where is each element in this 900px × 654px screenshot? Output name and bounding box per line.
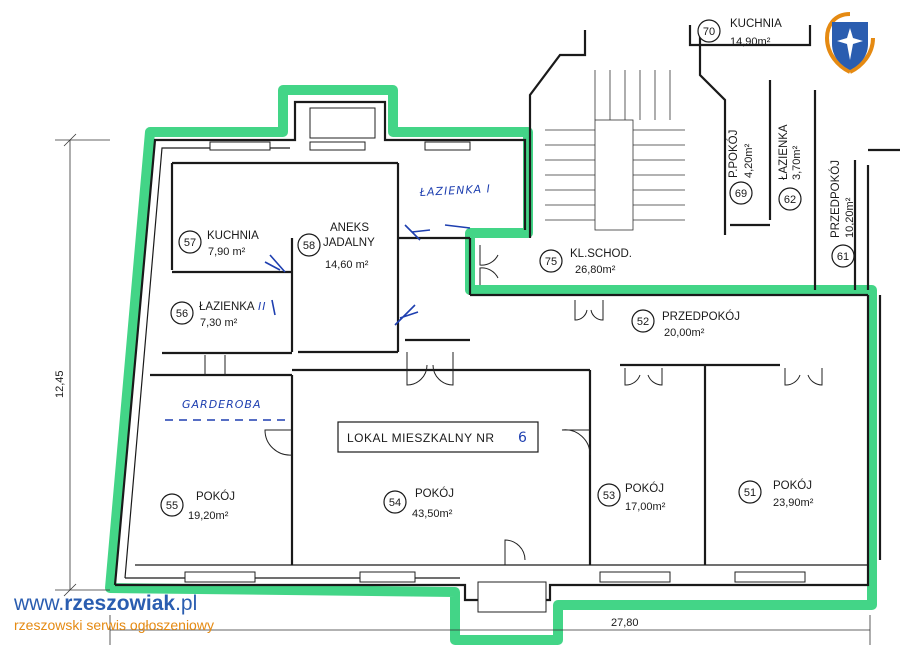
room-name-line2: JADALNY <box>323 237 375 249</box>
room-area: 17,00m² <box>625 501 666 513</box>
room-name: PRZEDPOKÓJ <box>662 310 740 323</box>
room-number: 58 <box>303 240 315 252</box>
height-dimension: 12,45 <box>54 370 66 398</box>
room-area: 19,20m² <box>188 510 229 522</box>
room-name: POKÓJ <box>415 487 454 500</box>
plan-title-box: LOKAL MIESZKALNY NR 6 <box>337 421 539 453</box>
room-name: PRZEDPOKÓJ <box>829 160 842 238</box>
staircase <box>528 30 727 238</box>
room-area: 23,90m² <box>773 497 814 509</box>
room-name: KUCHNIA <box>207 230 259 242</box>
room-58: 58 ANEKS JADALNY 14,60 m² <box>297 222 375 271</box>
room-area: 26,80m² <box>575 264 616 276</box>
room-name: POKÓJ <box>625 482 664 495</box>
room-area: 7,90 m² <box>208 246 246 258</box>
room-number: 52 <box>637 316 649 328</box>
room-area: 3,70m² <box>791 145 803 180</box>
room-name: ŁAZIENKA <box>199 301 255 313</box>
room-area: 7,30 m² <box>200 317 238 329</box>
room-61: 61 PRZEDPOKÓJ 10,20m² <box>829 160 856 268</box>
room-area: 43,50m² <box>412 508 453 520</box>
room-62: 62 ŁAZIENKA 3,70m² <box>778 124 803 211</box>
room-name: KL.SCHOD. <box>570 248 632 260</box>
room-number: 61 <box>837 251 849 263</box>
plan-title-number: 6 <box>518 430 528 446</box>
room-number: 75 <box>545 256 557 268</box>
room-number: 56 <box>176 308 188 320</box>
room-56: 56 ŁAZIENKA II 7,30 m² <box>170 300 267 329</box>
room-number: 62 <box>784 194 796 206</box>
room-69: 69 P.POKÓJ 4,20m² <box>727 130 755 205</box>
room-number: 53 <box>603 490 615 502</box>
room-area: 20,00m² <box>664 327 705 339</box>
room-75: 75 KL.SCHOD. 26,80m² <box>539 248 632 276</box>
room-number: 54 <box>389 497 401 509</box>
room-name-extra: II <box>258 300 267 313</box>
room-number: 55 <box>166 500 178 512</box>
outer-walls <box>113 100 870 602</box>
room-name: P.POKÓJ <box>727 130 740 178</box>
brand-url[interactable]: www.rzeszowiak.pl <box>14 592 198 615</box>
dimension-lines <box>55 133 871 645</box>
room-area: 4,20m² <box>743 143 755 178</box>
room-70: 70 KUCHNIA 14,90m² <box>697 18 782 48</box>
room-name: ŁAZIENKA <box>778 124 790 180</box>
room-number: 57 <box>184 237 196 249</box>
brand-tagline: rzeszowski serwis ogłoszeniowy <box>14 617 214 633</box>
room-51: 51 POKÓJ 23,90m² <box>738 479 814 509</box>
room-52: 52 PRZEDPOKÓJ 20,00m² <box>631 309 740 339</box>
room-54: 54 POKÓJ 43,50m² <box>383 487 454 520</box>
room-number: 69 <box>735 188 747 200</box>
room-name: POKÓJ <box>773 479 812 492</box>
handwritten-wardrobe-label: GARDEROBA <box>182 398 262 411</box>
brand-watermark[interactable]: www.rzeszowiak.pl rzeszowski serwis ogło… <box>14 592 274 640</box>
room-area: 14,60 m² <box>325 259 369 271</box>
room-number: 51 <box>744 487 756 499</box>
room-55: 55 POKÓJ 19,20m² <box>160 490 235 522</box>
doors <box>204 245 823 565</box>
plan-title: LOKAL MIESZKALNY NR <box>347 431 495 445</box>
room-53: 53 POKÓJ 17,00m² <box>597 482 666 513</box>
handwritten-bath-label: ŁAZIENKA I <box>418 182 491 199</box>
room-area: 14,90m² <box>730 36 771 48</box>
pen-marks <box>165 224 471 421</box>
room-57: 57 KUCHNIA 7,90 m² <box>178 230 259 258</box>
apartment-outline-highlight <box>105 85 877 645</box>
room-area: 10,20m² <box>844 197 856 238</box>
room-name-line1: ANEKS <box>330 222 369 234</box>
rzeszow-logo-icon <box>824 12 875 74</box>
room-name: POKÓJ <box>196 490 235 503</box>
windows <box>184 107 806 613</box>
room-number: 70 <box>703 26 715 38</box>
room-name: KUCHNIA <box>730 18 782 30</box>
interior-walls <box>135 161 868 566</box>
width-dimension: 27,80 <box>611 617 639 629</box>
neighbour-units <box>688 25 900 560</box>
